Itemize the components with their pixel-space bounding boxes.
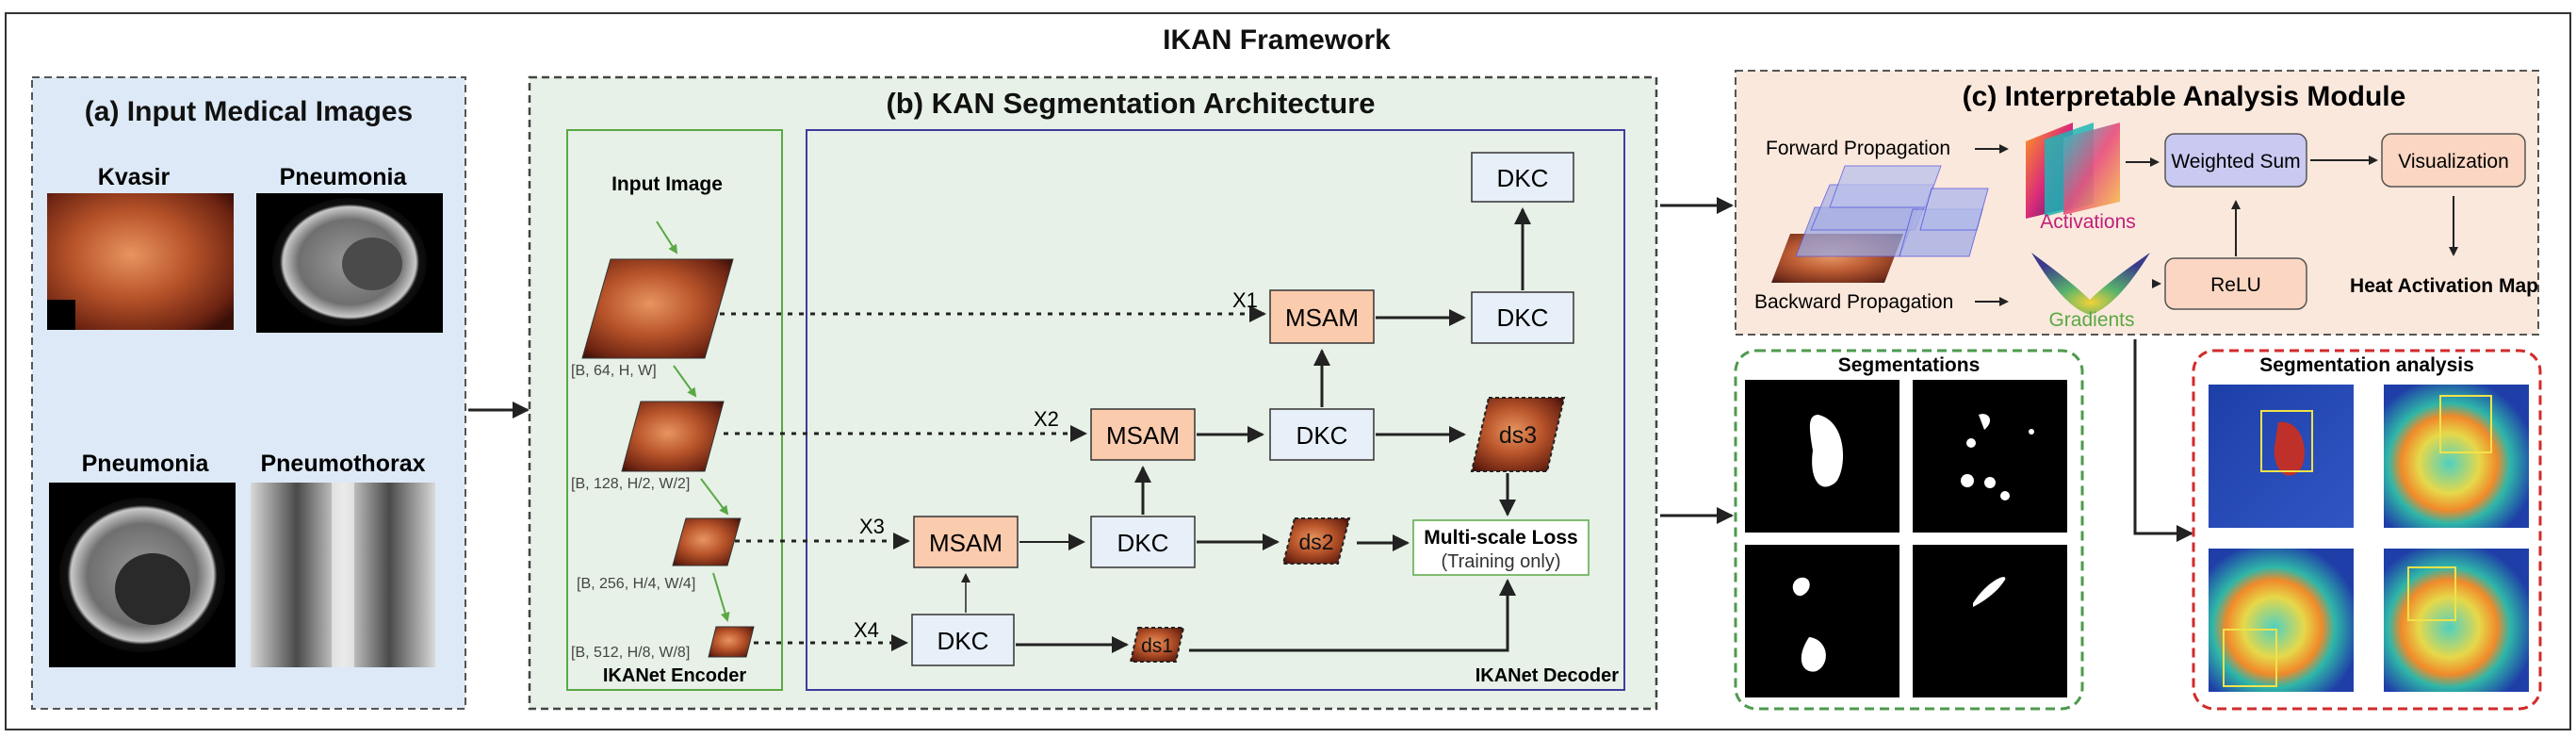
backward-propagation-label: Backward Propagation bbox=[1754, 291, 1953, 313]
dkc-block-1: DKC bbox=[1471, 291, 1574, 344]
svg-text:ReLU: ReLU bbox=[2210, 274, 2261, 296]
weighted-sum-box: Weighted Sum bbox=[2164, 133, 2307, 188]
loss-title: Multi-scale Loss bbox=[1424, 527, 1577, 549]
dkc-block-top: DKC bbox=[1471, 152, 1574, 203]
decoder-label: IKANet Decoder bbox=[1475, 665, 1619, 686]
svg-text:MSAM: MSAM bbox=[1106, 421, 1180, 450]
seg-mask-3 bbox=[1745, 545, 1899, 697]
ds1-output bbox=[1129, 627, 1185, 663]
panel-input-images: (a) Input Medical Images Kvasir Pneumoni… bbox=[31, 76, 466, 710]
feature-maps-stack bbox=[1771, 165, 1989, 283]
shape-label-1: [B, 64, H, W] bbox=[571, 363, 657, 379]
activations-stack bbox=[2026, 123, 2120, 219]
skip-x4: X4 bbox=[854, 618, 879, 642]
shape-label-2: [B, 128, H/2, W/2] bbox=[571, 476, 690, 492]
svg-text:MSAM: MSAM bbox=[1285, 303, 1359, 332]
multi-scale-loss-box: Multi-scale Loss (Training only) bbox=[1412, 519, 1590, 576]
panel-interpretable-analysis: (c) Interpretable Analysis Module Forwar… bbox=[1735, 70, 2539, 336]
relu-box: ReLU bbox=[2164, 257, 2307, 310]
svg-text:MSAM: MSAM bbox=[929, 529, 1003, 557]
ds2-label: ds2 bbox=[1298, 530, 1333, 554]
ds3-label: ds3 bbox=[1499, 422, 1537, 449]
image-label-kvasir: Kvasir bbox=[98, 164, 171, 190]
panel-b-title: (b) KAN Segmentation Architecture bbox=[886, 87, 1375, 120]
forward-propagation-label: Forward Propagation bbox=[1766, 138, 1950, 159]
ds3-output bbox=[1470, 397, 1566, 472]
skip-x1: X1 bbox=[1232, 288, 1258, 312]
gradients-surface bbox=[2031, 253, 2150, 315]
msam-block-2: MSAM bbox=[1090, 408, 1196, 461]
visualization-box: Visualization bbox=[2381, 133, 2526, 188]
shape-label-3: [B, 256, H/4, W/4] bbox=[577, 576, 695, 592]
heatmap-3 bbox=[2209, 549, 2354, 692]
svg-text:DKC: DKC bbox=[1497, 303, 1549, 332]
svg-text:DKC: DKC bbox=[1497, 164, 1549, 192]
heat-activation-map-label: Heat Activation Map bbox=[2350, 275, 2538, 297]
msam-block-3: MSAM bbox=[913, 516, 1019, 568]
gradients-label: Gradients bbox=[2048, 309, 2134, 331]
skip-x2: X2 bbox=[1034, 407, 1059, 431]
encoder-feature-4 bbox=[708, 626, 755, 658]
loss-subtitle: (Training only) bbox=[1441, 551, 1560, 572]
segmentation-analysis-title: Segmentation analysis bbox=[2259, 354, 2474, 376]
figure-title: IKAN Framework bbox=[1163, 25, 1391, 56]
encoder-feature-3 bbox=[672, 517, 742, 566]
dkc-block-4: DKC bbox=[911, 614, 1015, 666]
shape-label-4: [B, 512, H/8, W/8] bbox=[571, 645, 690, 661]
decoder-box bbox=[806, 129, 1625, 691]
dkc-block-3: DKC bbox=[1090, 516, 1196, 568]
encoder-feature-2 bbox=[621, 401, 725, 472]
encoder-feature-1 bbox=[581, 258, 734, 359]
ds2-output bbox=[1281, 517, 1351, 565]
svg-text:DKC: DKC bbox=[937, 627, 989, 655]
ds1-label: ds1 bbox=[1141, 635, 1173, 657]
encoder-box bbox=[566, 129, 783, 691]
dkc-block-2: DKC bbox=[1269, 408, 1375, 461]
skip-x3: X3 bbox=[859, 515, 885, 538]
kvasir-image bbox=[47, 193, 234, 330]
segmentations-title: Segmentations bbox=[1838, 354, 1981, 376]
segmentation-analysis-panel: Segmentation analysis bbox=[2192, 349, 2542, 711]
heatmap-2 bbox=[2384, 385, 2529, 528]
image-label-pneumothorax: Pneumothorax bbox=[260, 451, 425, 477]
msam-block-1: MSAM bbox=[1269, 289, 1375, 344]
segmentations-panel: Segmentations bbox=[1734, 349, 2084, 711]
encoder-label: IKANet Encoder bbox=[603, 665, 746, 686]
seg-mask-4 bbox=[1913, 545, 2067, 697]
image-label-pneumonia-1: Pneumonia bbox=[280, 164, 408, 190]
svg-text:DKC: DKC bbox=[1296, 421, 1348, 450]
svg-text:Visualization: Visualization bbox=[2398, 151, 2509, 172]
panel-c-title: (c) Interpretable Analysis Module bbox=[1963, 81, 2406, 112]
svg-text:Weighted Sum: Weighted Sum bbox=[2171, 151, 2300, 172]
image-label-pneumonia-2: Pneumonia bbox=[82, 451, 210, 477]
panel-kan-segmentation: (b) KAN Segmentation Architecture Input … bbox=[528, 75, 1658, 711]
panel-a-title: (a) Input Medical Images bbox=[85, 96, 413, 127]
svg-text:DKC: DKC bbox=[1117, 529, 1169, 557]
input-image-label: Input Image bbox=[611, 173, 723, 195]
seg-mask-2 bbox=[1913, 380, 2067, 533]
activations-label: Activations bbox=[2040, 211, 2136, 233]
